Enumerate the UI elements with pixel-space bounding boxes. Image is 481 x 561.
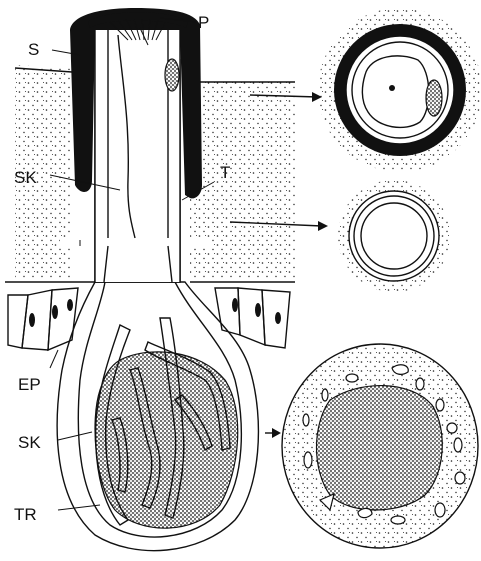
cross-section-middle (338, 180, 450, 292)
leader-tr (58, 505, 100, 510)
central-dense-mass (95, 352, 238, 528)
longitudinal-section (5, 8, 295, 551)
tissue-right-upper (190, 80, 295, 280)
label-p: P (198, 13, 209, 32)
label-ep: EP (18, 375, 41, 394)
cross-section-lower (282, 344, 478, 548)
arrow-head-3 (272, 428, 281, 438)
label-sk-bottom: SK (18, 433, 41, 452)
label-sk-top: SK (14, 168, 37, 187)
epidermal-cells-left (8, 288, 78, 350)
cross-section-dense-core (317, 386, 443, 510)
epidermal-cells-right (215, 288, 290, 348)
cross-section-upper (318, 8, 481, 172)
leader-sk-bottom (58, 432, 92, 440)
label-t: T (220, 163, 230, 182)
label-s: S (28, 40, 39, 59)
label-tr: TR (14, 505, 37, 524)
shaft-nucleus (165, 59, 179, 91)
leader-ep (50, 350, 58, 368)
arrow-head-2 (318, 221, 328, 231)
